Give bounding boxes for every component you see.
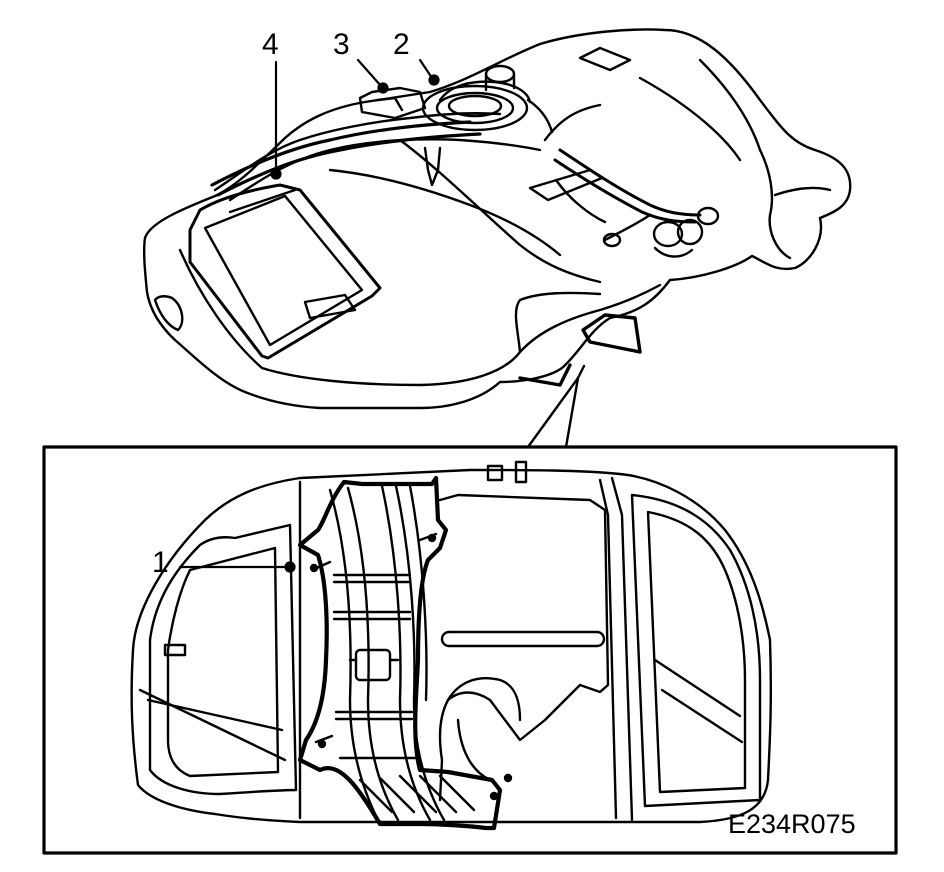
callout-label-3: 3 [333, 28, 350, 61]
tank-underside-view [130, 460, 773, 831]
leader-dot-4 [270, 168, 282, 180]
tank-3d-view [142, 28, 852, 410]
tank-outline-bottom [130, 468, 773, 824]
tank-outline [142, 28, 852, 410]
inset-frame [42, 445, 898, 855]
strap-path [297, 475, 503, 831]
leader-dot-2 [428, 74, 440, 86]
pump-flange [358, 64, 554, 134]
inset-pointer [526, 364, 586, 449]
figure-code: E234R075 [728, 809, 856, 839]
leader-dot-1 [284, 561, 296, 573]
leader-3 [356, 58, 383, 88]
callout-leaders [178, 58, 440, 573]
leader-2 [418, 58, 434, 80]
leader-dot-3 [377, 82, 389, 94]
callout-label-1: 1 [152, 546, 169, 579]
callout-label-2: 2 [393, 28, 410, 61]
callout-label-4: 4 [262, 28, 279, 61]
